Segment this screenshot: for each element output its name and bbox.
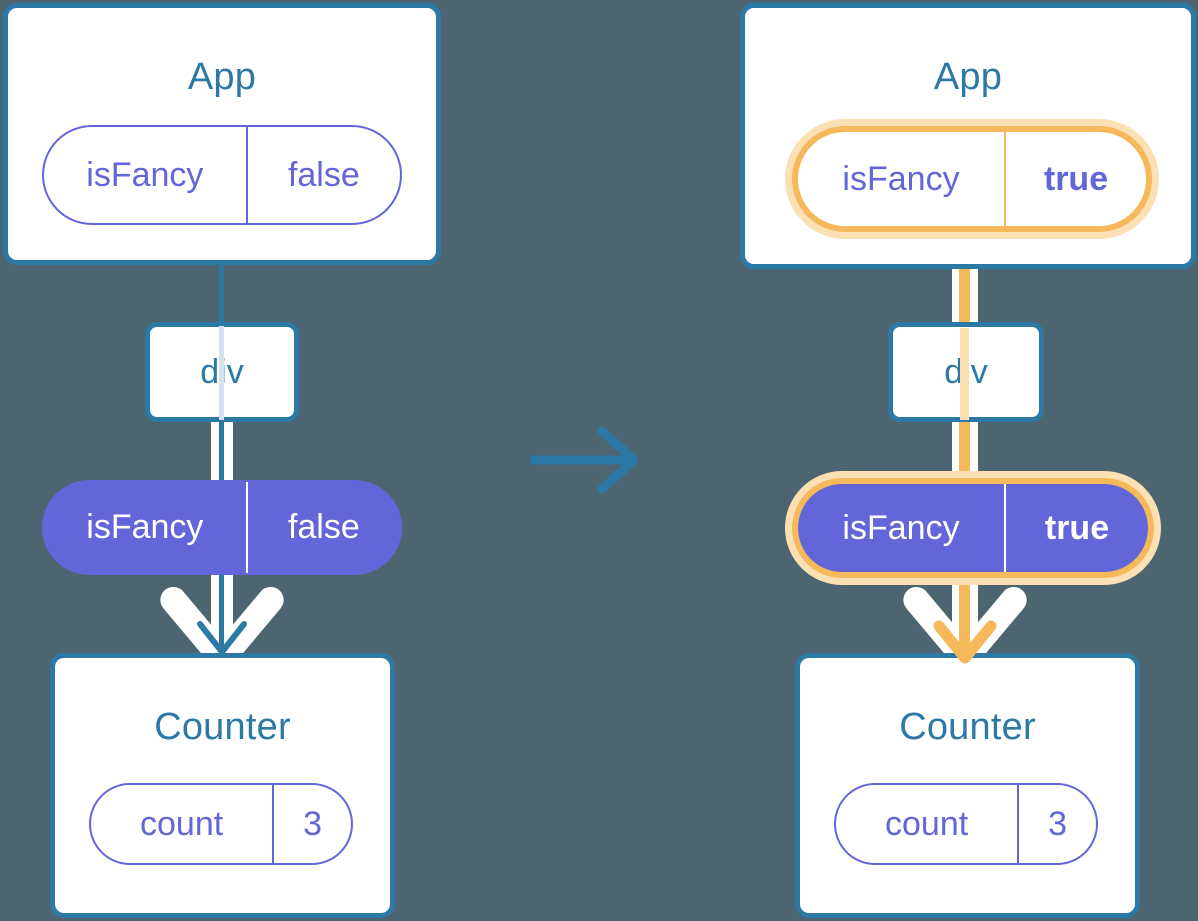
app-state-value-before: false — [245, 127, 400, 223]
connector-through-div-after — [960, 328, 969, 420]
before-panel: App isFancy false div isFancy false — [0, 0, 560, 921]
prop-name-after: isFancy — [842, 508, 960, 547]
arrow-head-before — [197, 621, 247, 655]
app-state-value-after: true — [1004, 132, 1146, 226]
counter-state-pill-before[interactable]: count 3 — [89, 783, 353, 865]
connector-div-to-prop-after — [959, 418, 970, 488]
arrow-head-after — [933, 620, 997, 664]
connector-div-to-prop-before — [219, 418, 224, 486]
counter-title-after: Counter — [899, 706, 1036, 748]
counter-state-pill-after[interactable]: count 3 — [834, 783, 1098, 865]
app-state-name-after: isFancy — [842, 159, 960, 198]
prop-pill-before[interactable]: isFancy false — [42, 480, 402, 575]
counter-state-value-before: 3 — [272, 785, 351, 863]
app-state-pill-before[interactable]: isFancy false — [42, 125, 402, 225]
connector-through-div-before — [219, 326, 224, 420]
connector-app-to-div-before — [219, 262, 224, 326]
transition-arrow-icon — [529, 426, 639, 494]
arrow-shaft-before — [219, 566, 224, 656]
app-state-name-before: isFancy — [86, 155, 204, 194]
prop-value-after: true — [1004, 484, 1148, 572]
prop-name-before: isFancy — [86, 508, 204, 546]
app-state-pill-after[interactable]: isFancy true — [792, 126, 1152, 232]
counter-state-name-before: count — [140, 804, 224, 843]
counter-state-value-after: 3 — [1017, 785, 1096, 863]
app-title-after: App — [933, 56, 1003, 98]
prop-pill-after[interactable]: isFancy true — [792, 478, 1154, 578]
prop-value-before: false — [245, 482, 400, 573]
connector-app-to-div-after — [959, 212, 970, 328]
counter-state-name-after: count — [885, 804, 969, 843]
after-panel: App isFancy true div isF — [740, 0, 1198, 921]
app-title-before: App — [187, 56, 257, 98]
arrow-shaft-after — [959, 566, 970, 658]
counter-title-before: Counter — [154, 706, 291, 748]
